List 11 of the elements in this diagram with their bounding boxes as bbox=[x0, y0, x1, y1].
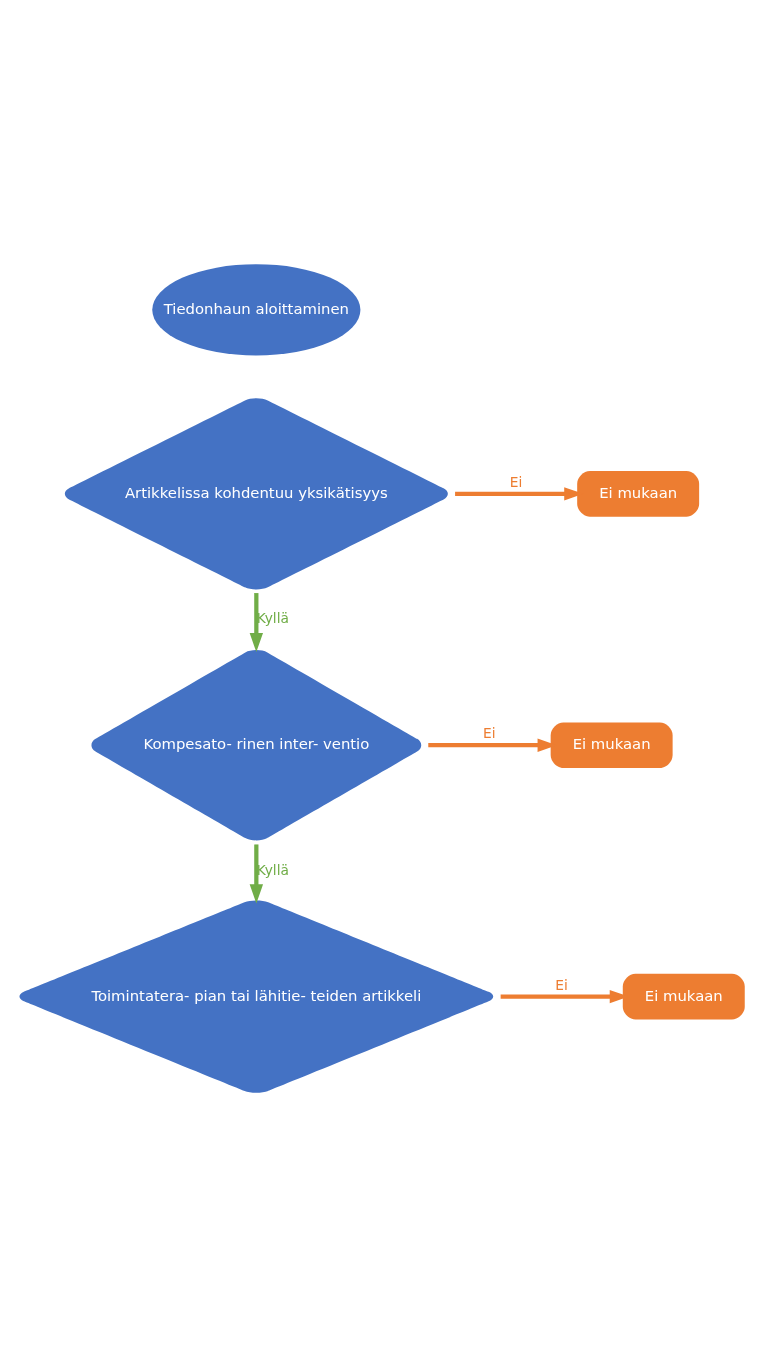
node-box: Ei mukaan bbox=[577, 470, 700, 517]
edge-label: Ei bbox=[555, 976, 568, 993]
edge-label: Ei bbox=[483, 724, 496, 741]
node-ellipse: Tiedonhaun aloittaminen bbox=[152, 263, 361, 355]
node-box: Ei mukaan bbox=[622, 973, 745, 1019]
arrow bbox=[249, 843, 264, 903]
arrow bbox=[249, 592, 264, 652]
edge-label: Ei bbox=[509, 473, 523, 490]
edge-label: Kyllä bbox=[256, 861, 289, 878]
edge-label: Kyllä bbox=[256, 609, 289, 626]
node-box: Ei mukaan bbox=[550, 721, 673, 768]
